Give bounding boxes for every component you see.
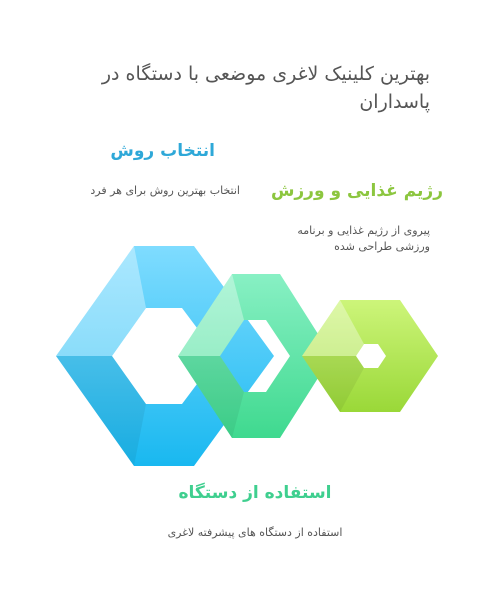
step-choose-method-title: انتخاب روش (110, 141, 215, 161)
page-title: بهترین کلینیک لاغری موضعی با دستگاه در پ… (101, 63, 430, 113)
step-device-use-description: استفاده از دستگاه های پیشرفته لاغری (167, 526, 343, 539)
step-diet-exercise-description: پیروی از رژیم غذایی و برنامه ورزشی طراحی… (297, 224, 430, 253)
lime-hexagon-ring-icon (302, 300, 438, 412)
step-diet-exercise-title: رژیم غذایی و ورزش (270, 181, 443, 201)
step-device-use-title: استفاده از دستگاه (178, 483, 332, 503)
step-choose-method-description: انتخاب بهترین روش برای هر فرد (90, 184, 240, 197)
green-hexagon-ring-icon (178, 274, 332, 438)
